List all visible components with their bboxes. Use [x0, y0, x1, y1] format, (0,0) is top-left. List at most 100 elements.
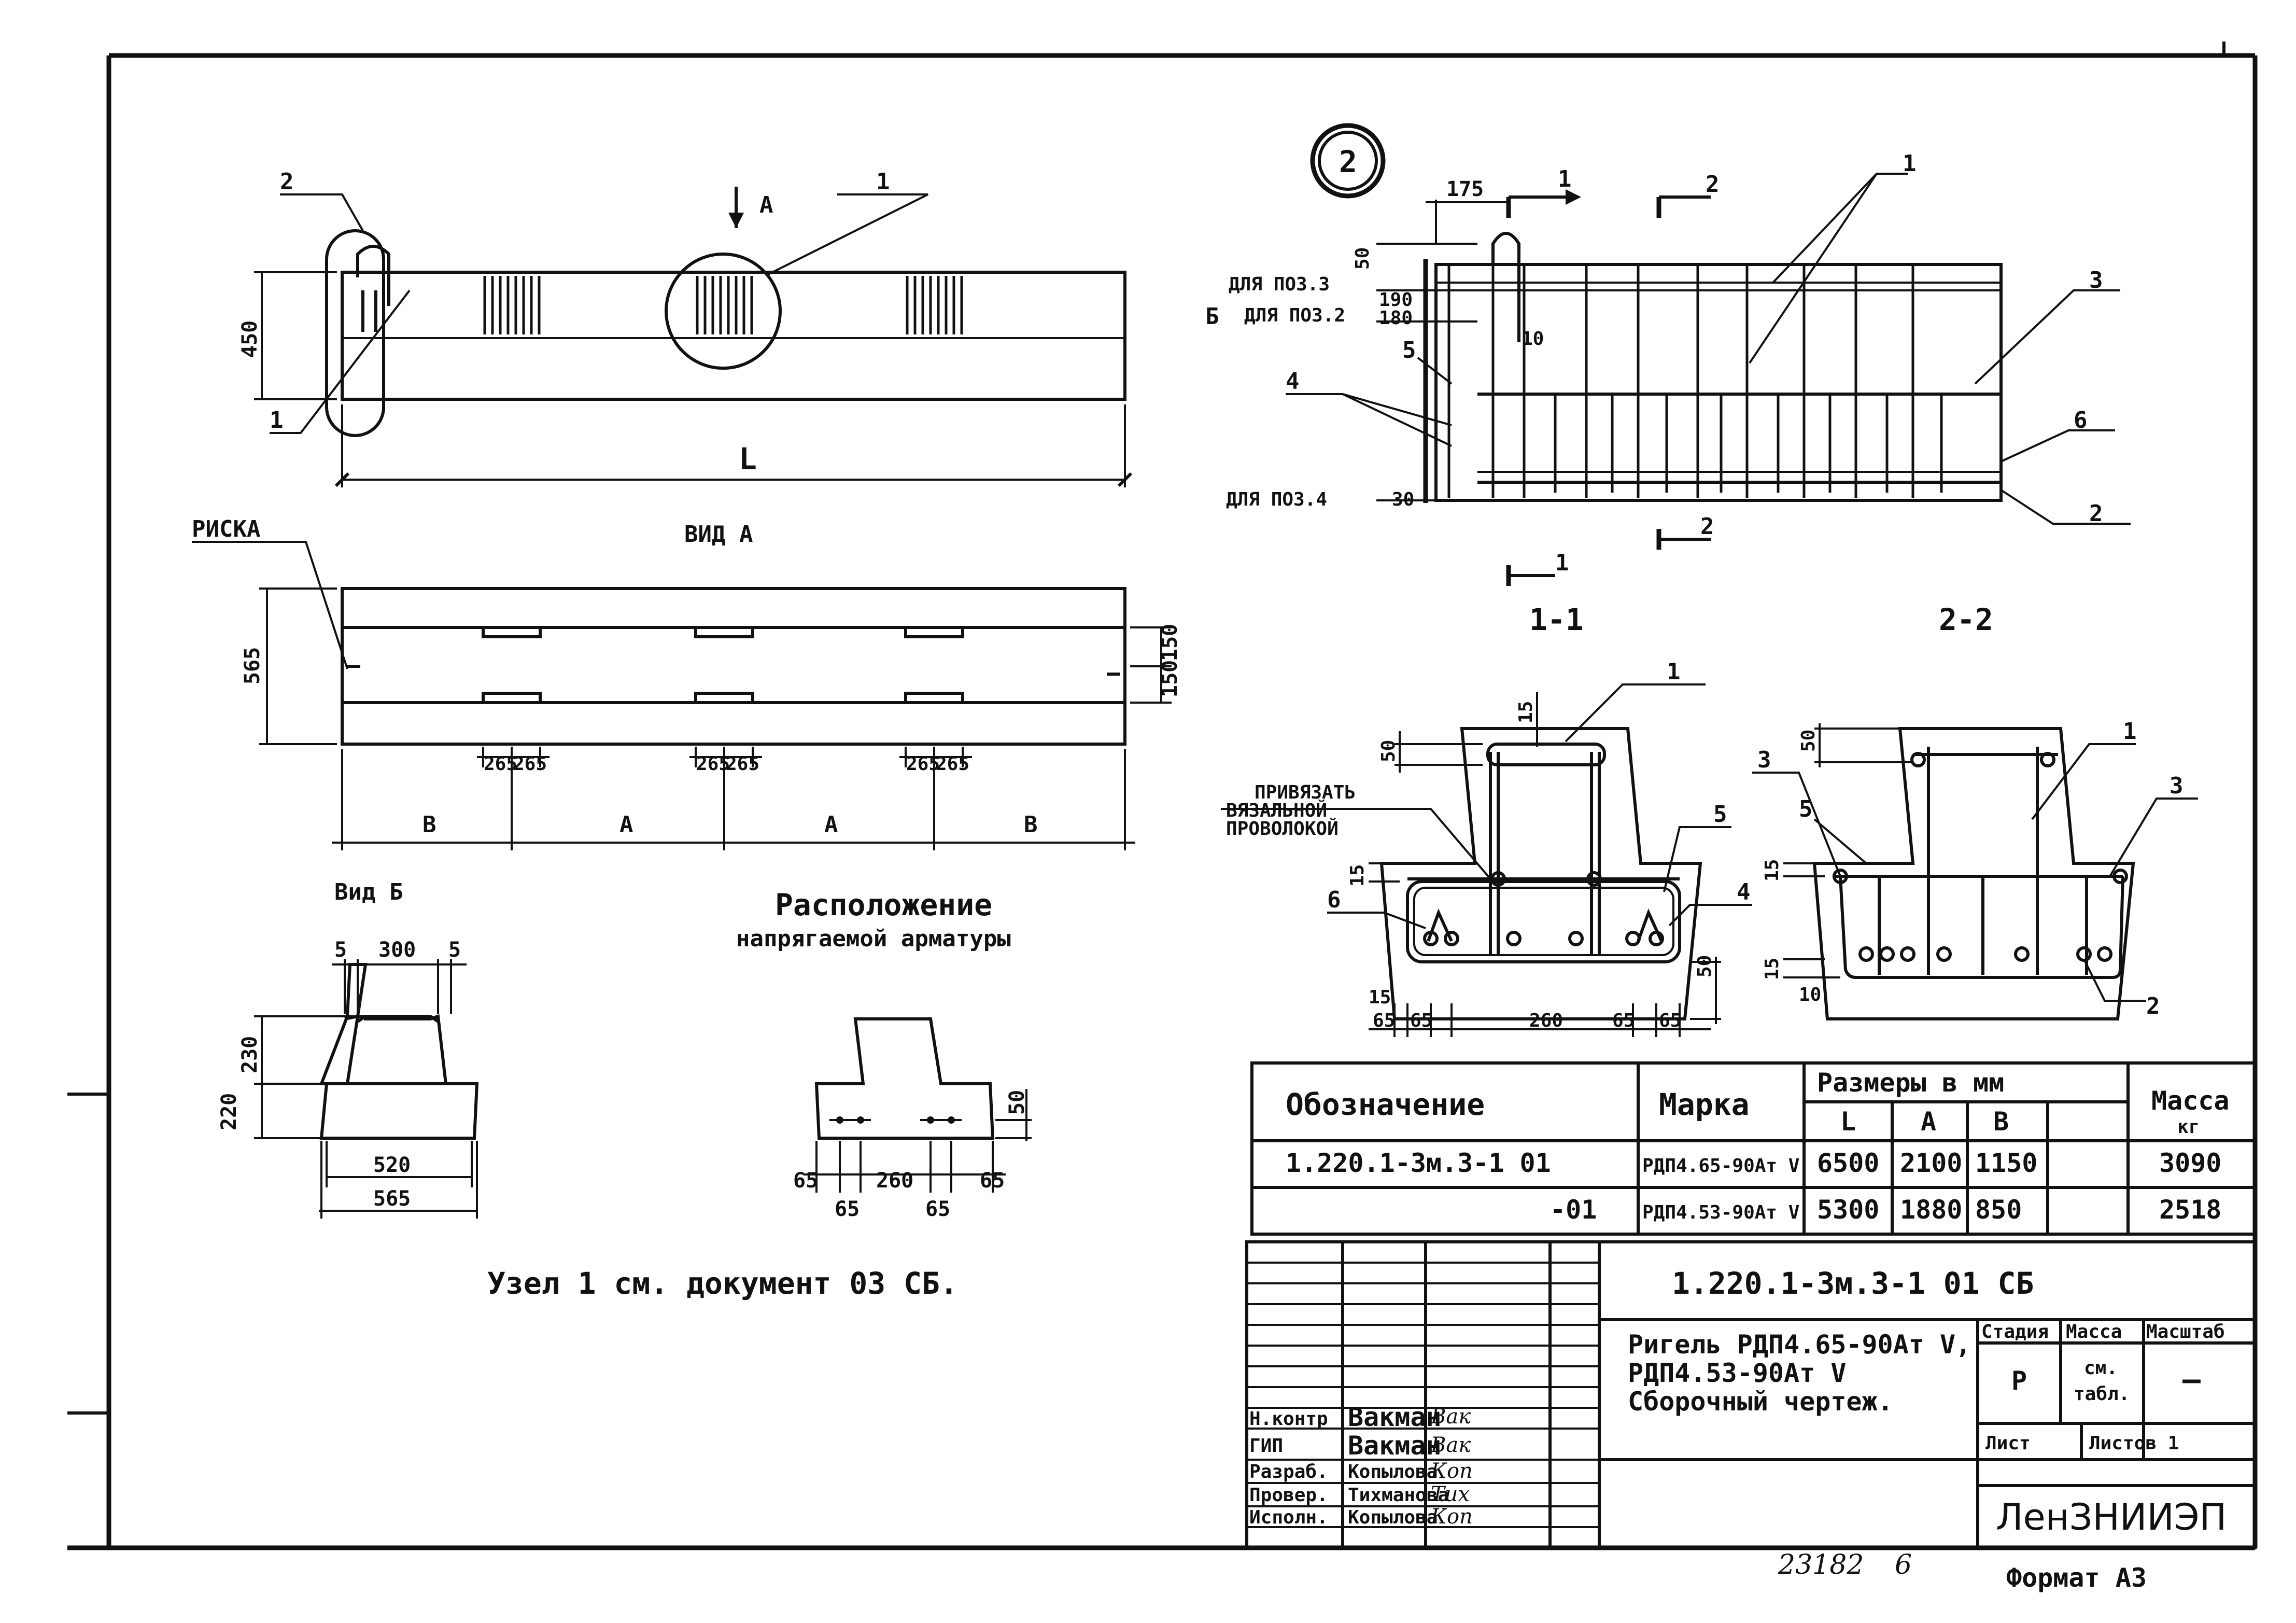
- role-4-title: Провер.: [1249, 1485, 1328, 1506]
- node-2-callout-5: 5: [1402, 337, 1416, 363]
- prestress-bottom-dim-4: 65: [835, 1197, 860, 1221]
- view-a-spacing-b-left: B: [422, 812, 436, 838]
- node-2-callout-3: 3: [2089, 267, 2103, 293]
- spec-row-2-a: 1880: [1900, 1195, 1962, 1225]
- title-block-title-line1: Ригель РДП4.65-90Ат V,: [1628, 1330, 1971, 1360]
- role-1-name: Вакман: [1348, 1402, 1442, 1432]
- spec-header-mass-unit: кг: [2177, 1116, 2200, 1138]
- prestress-layout: [804, 1017, 1032, 1193]
- role-1-title: Н.контр: [1249, 1408, 1328, 1430]
- section-mark-1-top: 1: [1558, 166, 1572, 192]
- spec-row-1-designation: 1.220.1-3м.3-1 01: [1286, 1148, 1551, 1178]
- view-a-end-dim-1: 150: [1158, 624, 1182, 661]
- section-mark-2-bottom: 2: [1700, 513, 1714, 540]
- section-2-2-dim-15-b: 15: [1762, 958, 1783, 980]
- section-2-2-callout-1: 1: [2123, 718, 2137, 745]
- node-2-side-dim-10: 10: [1522, 328, 1544, 349]
- section-title-2-2: 2-2: [1939, 602, 1993, 637]
- view-a-end-dim-2: 150: [1158, 660, 1182, 697]
- view-b-top-dim-2: 300: [378, 938, 416, 962]
- section-2-2-dim-50: 50: [1798, 730, 1819, 752]
- spec-table: [1250, 1061, 2257, 1236]
- view-b-bottom-dim-2: 565: [373, 1187, 411, 1211]
- elevation-arrow-label: A: [759, 192, 773, 218]
- title-block-title-line2: РДП4.53-90Ат V: [1628, 1358, 1846, 1388]
- inventory-number: 23182: [1778, 1549, 1864, 1580]
- view-a-title: ВИД A: [684, 521, 753, 548]
- section-1-1-dim-65-c: 65: [1612, 1010, 1635, 1031]
- section-1-1-dim-15-bottom: 15: [1369, 987, 1391, 1008]
- section-1-1-note-line2: ВЯЗАЛЬНОЙ: [1226, 800, 1327, 821]
- spec-row-2-l: 5300: [1817, 1195, 1879, 1225]
- title-block-mass-value-1: см.: [2084, 1358, 2118, 1379]
- view-a-spacing-a-2: A: [824, 812, 838, 838]
- title-block-scale-value: —: [2182, 1362, 2201, 1397]
- section-1-1-dim-65-a: 65: [1373, 1010, 1395, 1031]
- title-block-mass-label: Масса: [2066, 1321, 2122, 1342]
- title-block-scale-label: Масштаб: [2146, 1321, 2225, 1342]
- spec-row-2-b: 850: [1975, 1195, 2022, 1225]
- spec-row-2-designation: -01: [1550, 1195, 1597, 1225]
- spec-header-designation: Обозначение: [1286, 1087, 1485, 1122]
- spec-row-1-mark: РДП4.65-90Ат V: [1642, 1155, 1799, 1177]
- elevation-callout-2: 2: [280, 169, 294, 195]
- view-b: [254, 959, 479, 1219]
- section-title-1-1: 1-1: [1529, 602, 1584, 637]
- side-note-poz3: ДЛЯ ПОЗ.3: [1229, 274, 1330, 295]
- role-2-title: ГИП: [1249, 1435, 1283, 1457]
- section-1-1-callout-5: 5: [1713, 801, 1727, 828]
- side-note-poz2: ДЛЯ ПОЗ.2: [1244, 305, 1345, 326]
- node-2-b-label: Б: [1205, 303, 1219, 330]
- prestress-title-line2: напрягаемой арматуры: [736, 926, 1011, 952]
- elevation-view: [254, 187, 1133, 487]
- view-b-top-dim-1: 5: [334, 938, 347, 962]
- role-3-title: Разраб.: [1249, 1461, 1328, 1482]
- title-block-sheet-label: Лист: [1985, 1433, 2031, 1454]
- node-2-side-dim-30: 30: [1392, 489, 1414, 510]
- spec-header-b: B: [1993, 1107, 2009, 1137]
- section-1-1-callout-6: 6: [1327, 887, 1341, 913]
- section-1-1-dim-50-right: 50: [1694, 955, 1715, 977]
- node-2-circle-label: 2: [1339, 144, 1357, 179]
- role-1-signature: Вак: [1430, 1405, 1471, 1429]
- elevation-callout-1-top: 1: [876, 169, 890, 195]
- section-2-2-dim-10: 10: [1799, 984, 1821, 1005]
- view-a-spacing-a-1: A: [619, 812, 633, 838]
- node-2-callout-4: 4: [1286, 368, 1300, 395]
- elevation-length-dim: L: [739, 441, 757, 477]
- side-note-poz4: ДЛЯ ПОЗ.4: [1226, 489, 1327, 510]
- node-2-callout-6: 6: [2074, 407, 2088, 433]
- prestress-bottom-dim-5: 65: [925, 1197, 950, 1221]
- section-2-2-callout-3-right: 3: [2170, 773, 2184, 799]
- node-2-callout-2: 2: [2089, 500, 2103, 527]
- title-block: [1245, 1240, 2257, 1549]
- section-2-2-dim-15-a: 15: [1762, 859, 1783, 882]
- view-b-title: Вид Б: [334, 879, 403, 905]
- section-1-1-callout-1: 1: [1667, 659, 1681, 685]
- node-note: Узел 1 см. документ 03 СБ.: [487, 1266, 958, 1301]
- section-1-1-note-line1: ПРИВЯЗАТЬ: [1255, 782, 1356, 803]
- view-a-pair-dim-2: 265: [513, 753, 547, 775]
- node-2-side-dim-180: 180: [1379, 307, 1413, 329]
- view-b-left-dim-2: 220: [217, 1093, 241, 1130]
- view-a-pair-dim-3: 265: [696, 753, 730, 775]
- section-1-1-callout-4: 4: [1737, 879, 1751, 905]
- spec-row-2-mark: РДП4.53-90Ат V: [1642, 1202, 1799, 1223]
- prestress-title-line1: Расположение: [775, 887, 992, 922]
- view-a-pair-dim-1: 265: [484, 753, 517, 775]
- section-2-2-callout-3-left: 3: [1757, 747, 1771, 773]
- view-a-pair-dim-6: 265: [936, 753, 969, 775]
- title-block-doc-code: 1.220.1-3м.3-1 01 СБ: [1672, 1266, 2034, 1301]
- elevation-callout-1-bottom: 1: [270, 407, 284, 433]
- prestress-right-dim: 50: [1005, 1090, 1029, 1115]
- section-2-2-callout-5: 5: [1799, 796, 1813, 822]
- node-2-detail: [1286, 123, 2131, 586]
- node-2-side-dim-190: 190: [1379, 289, 1413, 311]
- section-1-1-dim-65-d: 65: [1659, 1010, 1681, 1031]
- spec-header-mark: Марка: [1659, 1087, 1750, 1122]
- prestress-bottom-dim-2: 260: [876, 1169, 913, 1193]
- title-block-sheets-label: Листов 1: [2089, 1433, 2179, 1454]
- title-block-stage-label: Стадия: [1981, 1321, 2049, 1342]
- section-1-1-dim-260: 260: [1529, 1010, 1563, 1031]
